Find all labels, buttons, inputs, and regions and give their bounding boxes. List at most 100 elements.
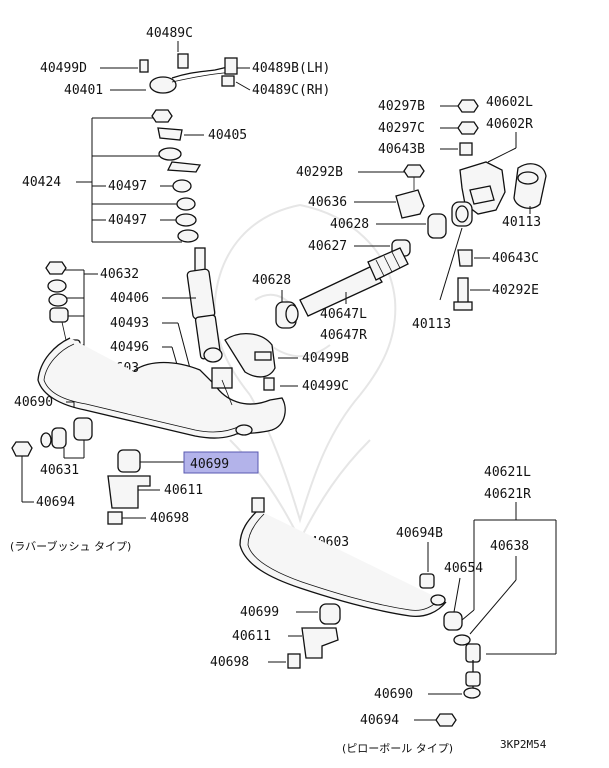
- bolt-40499B: [254, 351, 272, 361]
- bolt-40499C: [263, 377, 275, 391]
- label-40401: 40401: [64, 83, 103, 98]
- bush-40497-mid: [176, 197, 196, 211]
- bar-end-link: [251, 497, 265, 513]
- bar-end-eye: [235, 424, 253, 436]
- leader-40113-b: [439, 227, 463, 301]
- label-40497-a: 40497: [108, 179, 147, 194]
- nut-40297C: [457, 121, 479, 135]
- label-40489C-RH: 40489C(RH): [252, 83, 330, 98]
- nut-40694-a: [11, 441, 33, 457]
- label-40627: 40627: [308, 239, 347, 254]
- shock-bracket: [211, 367, 233, 389]
- link-40621-top: [465, 643, 481, 663]
- label-40611-b: 40611: [232, 629, 271, 644]
- label-40489B-LH: 40489B(LH): [252, 61, 330, 76]
- washer-a: [158, 147, 182, 161]
- label-40636: 40636: [308, 195, 347, 210]
- caption-rubber-bush: (ラバーブッシュ タイプ): [10, 539, 131, 553]
- shock-mount-group: 40424 40405 40497 40497: [22, 109, 247, 243]
- bush-stack-4: [49, 307, 69, 323]
- nut-40694-c: [435, 713, 457, 727]
- bushing-40113-a: [513, 163, 547, 209]
- label-40113-b: 40113: [412, 317, 451, 332]
- label-40496: 40496: [110, 340, 149, 355]
- label-40654: 40654: [444, 561, 483, 576]
- mount-plate: [166, 161, 202, 173]
- label-40499D: 40499D: [40, 61, 87, 76]
- sensor-body-40401: [149, 76, 177, 94]
- bracket-40405: [157, 127, 183, 141]
- bolt-40292B: [403, 164, 425, 178]
- bush-40497-b: [175, 213, 197, 227]
- connector-40489B: [224, 57, 238, 75]
- connector-40489C-RH: [221, 75, 235, 87]
- label-40611-a: 40611: [164, 483, 203, 498]
- label-40406: 40406: [110, 291, 149, 306]
- stabilizer-bar-40603-a: [37, 337, 245, 439]
- bush-40628-a: [427, 213, 447, 239]
- shock-eye: [203, 347, 223, 363]
- label-40698-a: 40698: [150, 511, 189, 526]
- clamp-40611-b: [301, 627, 339, 659]
- arm-tab: [224, 333, 276, 378]
- label-40292E: 40292E: [492, 283, 539, 298]
- label-40647L: 40647L: [320, 307, 367, 322]
- leader-40489C-RH: [235, 81, 251, 91]
- label-40499C: 40499C: [302, 379, 349, 394]
- bush-40699-b: [319, 603, 341, 625]
- washer-40638: [453, 634, 471, 646]
- harness-wire: [171, 65, 233, 79]
- label-40647R: 40647R: [320, 328, 367, 343]
- label-40405: 40405: [208, 128, 247, 143]
- connector-40489C: [177, 53, 189, 69]
- label-40694-a: 40694: [36, 495, 75, 510]
- label-40631: 40631: [40, 463, 79, 478]
- rubber-bush-stabilizer: 40632 40603 40690 40631 40694: [10, 261, 259, 553]
- nut-40297B: [457, 99, 479, 113]
- label-40628-b: 40628: [252, 273, 291, 288]
- bracket-40636: [395, 189, 425, 219]
- label-40643B: 40643B: [378, 142, 425, 157]
- strut-rod-40647: [299, 265, 383, 317]
- label-40698-b: 40698: [210, 655, 249, 670]
- label-40602R: 40602R: [486, 117, 533, 132]
- label-40602L: 40602L: [486, 95, 533, 110]
- washer-stack-2: [47, 279, 67, 293]
- bush-stack-3: [48, 293, 68, 307]
- highlight-box-40699[interactable]: [183, 451, 259, 474]
- sensor-harness-group: 40489C 40499D 40489B(LH) 40401 40489C(RH…: [40, 26, 330, 98]
- label-40628-a: 40628: [330, 217, 369, 232]
- label-40493: 40493: [110, 316, 149, 331]
- bolt-40499D: [139, 59, 149, 73]
- label-40297C: 40297C: [378, 121, 425, 136]
- label-40694-c: 40694: [360, 713, 399, 728]
- bolt-40698-b: [287, 653, 301, 669]
- label-40638: 40638: [490, 539, 529, 554]
- label-40292B: 40292B: [296, 165, 343, 180]
- clip-40643B: [459, 142, 473, 156]
- label-40297B: 40297B: [378, 99, 425, 114]
- washer-b: [177, 229, 199, 243]
- pillow-ball-stabilizer: 40603 40694B 40621L 40621R 40638 40654 4…: [210, 465, 557, 755]
- bush-40631-b: [73, 417, 93, 441]
- bush-40497-a: [172, 179, 192, 193]
- bolt-40698-a: [107, 511, 123, 525]
- washer-40690-a: [40, 432, 52, 448]
- clip-40643C: [457, 249, 473, 267]
- label-40632: 40632: [100, 267, 139, 282]
- label-40699-a[interactable]: 40699: [190, 457, 229, 472]
- harness-wire-2: [171, 71, 233, 83]
- shock-upper-body: [186, 268, 216, 320]
- label-40699-b: 40699: [240, 605, 279, 620]
- bar-end-eye-b: [430, 594, 446, 606]
- leader-40602: [487, 147, 517, 163]
- label-40643C: 40643C: [492, 251, 539, 266]
- label-40694B: 40694B: [396, 526, 443, 541]
- label-40621L: 40621L: [484, 465, 531, 480]
- bush-40654: [443, 611, 463, 631]
- label-40690-b: 40690: [374, 687, 413, 702]
- nut-40694B: [419, 573, 435, 589]
- leader-40638: [469, 579, 517, 635]
- nut-top: [151, 109, 173, 123]
